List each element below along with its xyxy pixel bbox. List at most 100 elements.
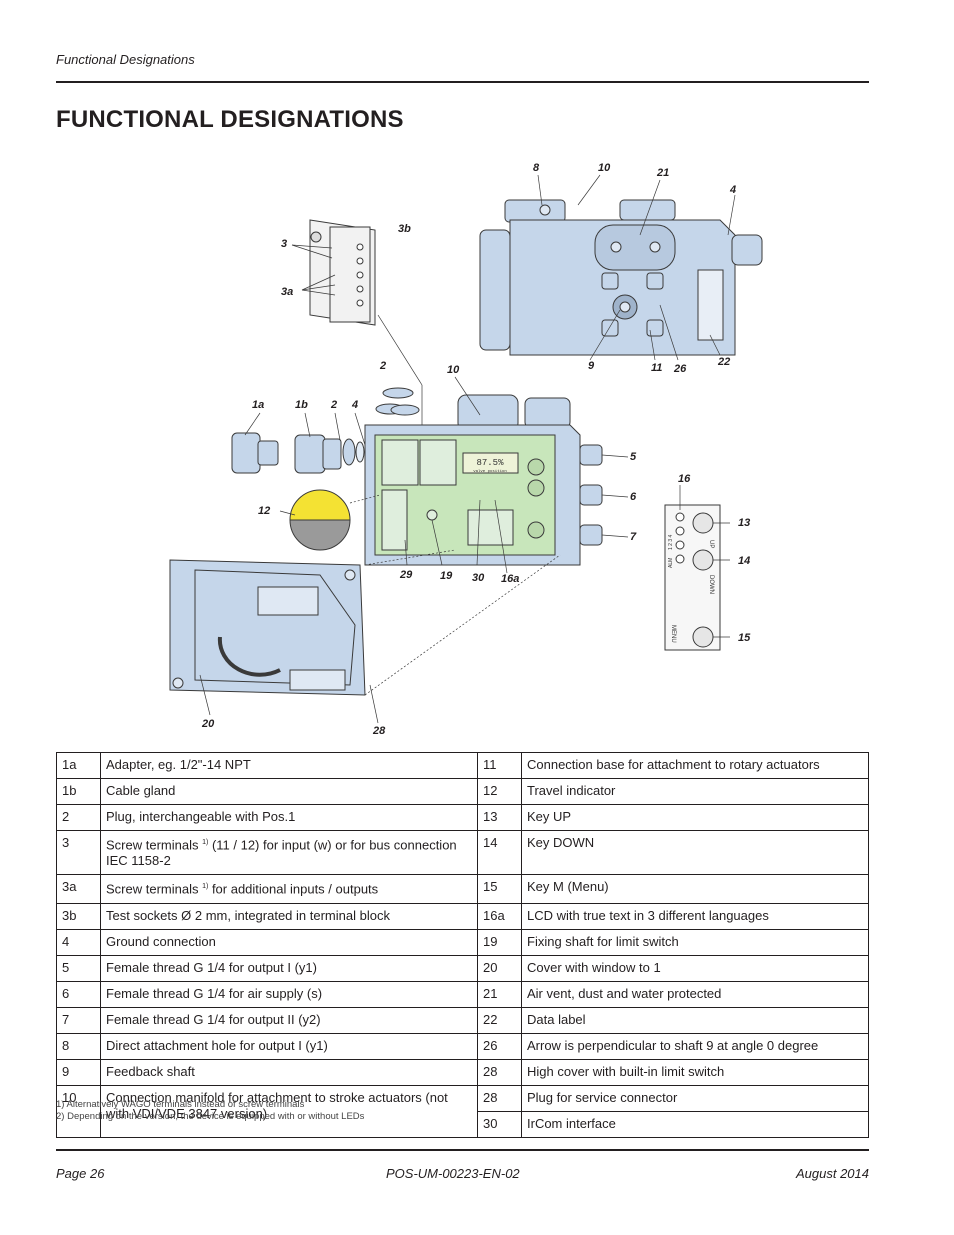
callout-label: 13 xyxy=(738,517,750,529)
lcd-subtext: valve position xyxy=(473,469,507,474)
right-description: Arrow is perpendicular to shaft 9 at ang… xyxy=(521,1032,869,1060)
callout-label: 20 xyxy=(201,718,215,730)
running-header: Functional Designations xyxy=(56,52,195,67)
right-description: Data label xyxy=(521,1006,869,1034)
table-row: 9 Feedback shaft 28 High cover with buil… xyxy=(56,1058,869,1086)
left-number: 3b xyxy=(56,902,101,930)
footer-rule xyxy=(56,1149,869,1151)
description-text: Screw terminals xyxy=(106,881,199,897)
callout-label: 5 xyxy=(630,451,637,463)
right-number: 28 xyxy=(477,1084,522,1112)
right-description: Cover with window to 1 xyxy=(521,954,869,982)
main-housing-drawing: 87.5% valve position xyxy=(364,394,603,566)
callout-label: 29 xyxy=(399,569,413,581)
left-description: Female thread G 1/4 for output I (y1) xyxy=(100,954,478,982)
left-description: Test sockets Ø 2 mm, integrated in termi… xyxy=(100,902,478,930)
right-number: 16a xyxy=(477,902,522,930)
callout-label: 4 xyxy=(351,399,358,411)
right-number: 14 xyxy=(477,829,522,876)
callout-label: 16 xyxy=(678,473,691,485)
left-number: 6 xyxy=(56,980,101,1008)
callout-label: 7 xyxy=(630,531,637,543)
description-text: (11 / 12) for input (w) or for bus conne… xyxy=(106,837,457,869)
left-number: 2 xyxy=(56,804,101,831)
left-description: Plug, interchangeable with Pos.1 xyxy=(100,804,478,831)
lcd-readout: 87.5% xyxy=(476,458,504,468)
upper-housing-drawing xyxy=(479,199,763,356)
callout-label: 16a xyxy=(501,573,519,585)
right-description: Key UP xyxy=(521,804,869,831)
right-number: 26 xyxy=(477,1032,522,1060)
callout-label: 22 xyxy=(717,356,730,368)
left-number: 3a xyxy=(56,874,101,904)
key-up-label: UP xyxy=(708,540,714,548)
header-rule xyxy=(56,81,869,83)
callout-label: 3 xyxy=(281,238,287,250)
callout-label: 30 xyxy=(472,572,485,584)
table-row: 3a Screw terminals 1) for additional inp… xyxy=(56,874,869,904)
callout-label: 9 xyxy=(588,360,595,372)
callout-label: 12 xyxy=(258,505,270,517)
table-row: 4 Ground connection 19 Fixing shaft for … xyxy=(56,928,869,956)
right-number: 19 xyxy=(477,928,522,956)
left-description: Feedback shaft xyxy=(100,1058,478,1086)
right-number: 21 xyxy=(477,980,522,1008)
alarm-label: ALM xyxy=(668,558,674,568)
right-description: Travel indicator xyxy=(521,778,869,805)
left-number: 9 xyxy=(56,1058,101,1086)
table-row: 1a Adapter, eg. 1/2"-14 NPT 11 Connectio… xyxy=(56,752,869,779)
callout-label: 2 xyxy=(330,399,337,411)
table-row: 8 Direct attachment hole for output I (y… xyxy=(56,1032,869,1060)
designation-table-body: 1a Adapter, eg. 1/2"-14 NPT 11 Connectio… xyxy=(56,752,869,1138)
footnote-marker: 1) xyxy=(202,883,209,891)
left-description: Screw terminals 1) for additional inputs… xyxy=(100,874,478,904)
right-number: 15 xyxy=(477,874,522,904)
right-number: 11 xyxy=(477,752,522,779)
key-menu-label: MENU xyxy=(670,625,676,643)
table-row: 7 Female thread G 1/4 for output II (y2)… xyxy=(56,1006,869,1034)
callout-label: 11 xyxy=(651,362,662,374)
callout-label: 19 xyxy=(440,570,453,582)
left-description: Cable gland xyxy=(100,778,478,805)
callout-label: 1a xyxy=(252,399,264,411)
right-description: IrCom interface xyxy=(521,1110,869,1138)
table-row: 3 Screw terminals 1) (11 / 12) for input… xyxy=(56,829,869,876)
terminal-block-detail xyxy=(291,219,423,455)
callout-label: 21 xyxy=(656,167,669,179)
right-number: 28 xyxy=(477,1058,522,1086)
callout-label: 4 xyxy=(729,184,736,196)
figure-callouts: 8 10 21 4 3b 3 3a 9 11 26 22 2 10 1a 1b … xyxy=(201,162,751,737)
left-description: Female thread G 1/4 for output II (y2) xyxy=(100,1006,478,1034)
callout-label: 10 xyxy=(447,364,460,376)
page-title: FUNCTIONAL DESIGNATIONS xyxy=(56,106,404,133)
right-description: Fixing shaft for limit switch xyxy=(521,928,869,956)
callout-label: 28 xyxy=(372,725,386,737)
cable-gland-parts xyxy=(231,387,420,474)
footnotes: 1) Alternatively WAGO terminals instead … xyxy=(56,1099,364,1123)
table-row: 2 Plug, interchangeable with Pos.1 13 Ke… xyxy=(56,804,869,831)
description-text: Screw terminals xyxy=(106,837,199,853)
cover-drawing xyxy=(169,549,561,696)
left-number: 8 xyxy=(56,1032,101,1060)
left-number: 5 xyxy=(56,954,101,982)
footnote: 1) Alternatively WAGO terminals instead … xyxy=(56,1099,305,1110)
left-description: Screw terminals 1) (11 / 12) for input (… xyxy=(100,829,478,876)
left-number: 10 xyxy=(56,1084,101,1138)
left-description: Direct attachment hole for output I (y1) xyxy=(100,1032,478,1060)
callout-label: 6 xyxy=(630,491,637,503)
left-description: Adapter, eg. 1/2"-14 NPT xyxy=(100,752,478,779)
left-description: Female thread G 1/4 for air supply (s) xyxy=(100,980,478,1008)
callout-label: 3b xyxy=(398,223,411,235)
callout-label: 26 xyxy=(673,363,687,375)
right-description: Plug for service connector xyxy=(521,1084,869,1112)
table-row: 1b Cable gland 12 Travel indicator xyxy=(56,778,869,805)
left-description: Connection manifold for attachment to st… xyxy=(100,1084,478,1138)
callout-label: 10 xyxy=(598,162,611,174)
key-down-label: DOWN xyxy=(708,575,714,594)
keypad-panel-drawing: UP DOWN MENU ALM 1 2 3 4 xyxy=(664,504,721,651)
callout-label: 1b xyxy=(295,399,308,411)
right-description: Air vent, dust and water protected xyxy=(521,980,869,1008)
right-number: 13 xyxy=(477,804,522,831)
document-id: POS-UM-00223-EN-02 xyxy=(386,1166,520,1181)
leader-lines xyxy=(199,174,736,724)
